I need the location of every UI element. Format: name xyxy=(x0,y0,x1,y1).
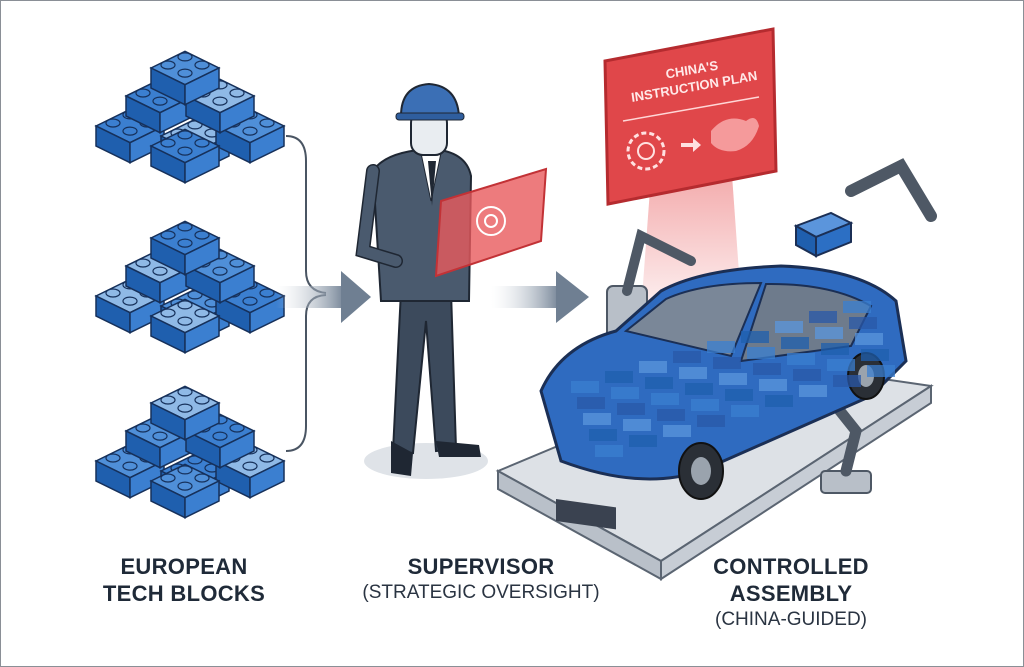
car-tile xyxy=(663,425,691,437)
car-tile xyxy=(765,395,793,407)
label-title-line2: TECH BLOCKS xyxy=(102,581,266,606)
car-tile xyxy=(827,359,855,371)
car-tile xyxy=(629,435,657,447)
lego-brick xyxy=(124,248,196,304)
car-tile xyxy=(651,393,679,405)
car-tile xyxy=(589,429,617,441)
car-tile xyxy=(741,331,769,343)
car-tile xyxy=(793,369,821,381)
car-tile xyxy=(833,375,861,387)
car-tile xyxy=(849,317,877,329)
car-tile xyxy=(713,357,741,369)
car-tile xyxy=(799,385,827,397)
car-tile xyxy=(843,301,871,313)
car-tile xyxy=(775,321,803,333)
china-map-icon xyxy=(711,117,759,152)
label-title-line2: ASSEMBLY xyxy=(729,581,853,606)
car-tile xyxy=(595,445,623,457)
flow-arrow-to-assembly xyxy=(491,271,589,323)
holographic-blueprint xyxy=(434,167,548,278)
lego-brick xyxy=(149,128,221,184)
car-tile xyxy=(787,353,815,365)
controlled-assembly-label: CONTROLLED ASSEMBLY (CHINA-GUIDED) xyxy=(681,553,901,633)
car-tile xyxy=(815,327,843,339)
car-tile xyxy=(759,379,787,391)
car-tile xyxy=(855,333,883,345)
label-title-line1: EUROPEAN xyxy=(120,554,248,579)
car-tile xyxy=(617,403,645,415)
car-tile xyxy=(809,311,837,323)
held-brick xyxy=(793,211,854,258)
european-tech-blocks xyxy=(94,50,286,519)
car-tile xyxy=(623,419,651,431)
label-title-line1: CONTROLLED xyxy=(713,554,869,579)
car-tile xyxy=(571,381,599,393)
car-tile xyxy=(719,373,747,385)
car-tile xyxy=(821,343,849,355)
arrow-icon xyxy=(681,138,701,152)
car-tile xyxy=(685,383,713,395)
lego-brick xyxy=(149,385,221,441)
car-tile xyxy=(731,405,759,417)
car-tile xyxy=(747,347,775,359)
car-tile xyxy=(753,363,781,375)
car-tile xyxy=(583,413,611,425)
car-tile xyxy=(679,367,707,379)
label-subtitle: (CHINA-GUIDED) xyxy=(715,609,867,630)
car-tile xyxy=(781,337,809,349)
car-being-assembled xyxy=(539,264,908,530)
european-tech-blocks-label: EUROPEAN TECH BLOCKS xyxy=(84,553,284,607)
supervisor-figure xyxy=(355,82,488,479)
flow-arrow-to-supervisor xyxy=(276,271,371,323)
car-tile xyxy=(605,371,633,383)
supervisor-label: SUPERVISOR (STRATEGIC OVERSIGHT) xyxy=(331,553,631,606)
car-tile xyxy=(657,409,685,421)
lego-brick xyxy=(149,220,221,276)
lego-brick xyxy=(149,298,221,354)
gear-icon xyxy=(626,131,666,171)
lego-brick xyxy=(184,248,256,304)
car-tile xyxy=(697,415,725,427)
label-title-line1: SUPERVISOR xyxy=(407,554,555,579)
lego-brick xyxy=(149,50,221,106)
car-tile xyxy=(645,377,673,389)
lego-brick xyxy=(149,463,221,519)
car-tile xyxy=(577,397,605,409)
car-tile xyxy=(639,361,667,373)
label-subtitle: (STRATEGIC OVERSIGHT) xyxy=(362,582,600,603)
china-instruction-plan-sign xyxy=(603,27,778,206)
car-tile xyxy=(725,389,753,401)
car-tile xyxy=(707,341,735,353)
car-tile xyxy=(691,399,719,411)
car-tile xyxy=(861,349,889,361)
car-tile xyxy=(673,351,701,363)
car-tile xyxy=(611,387,639,399)
car-tile xyxy=(867,365,895,377)
